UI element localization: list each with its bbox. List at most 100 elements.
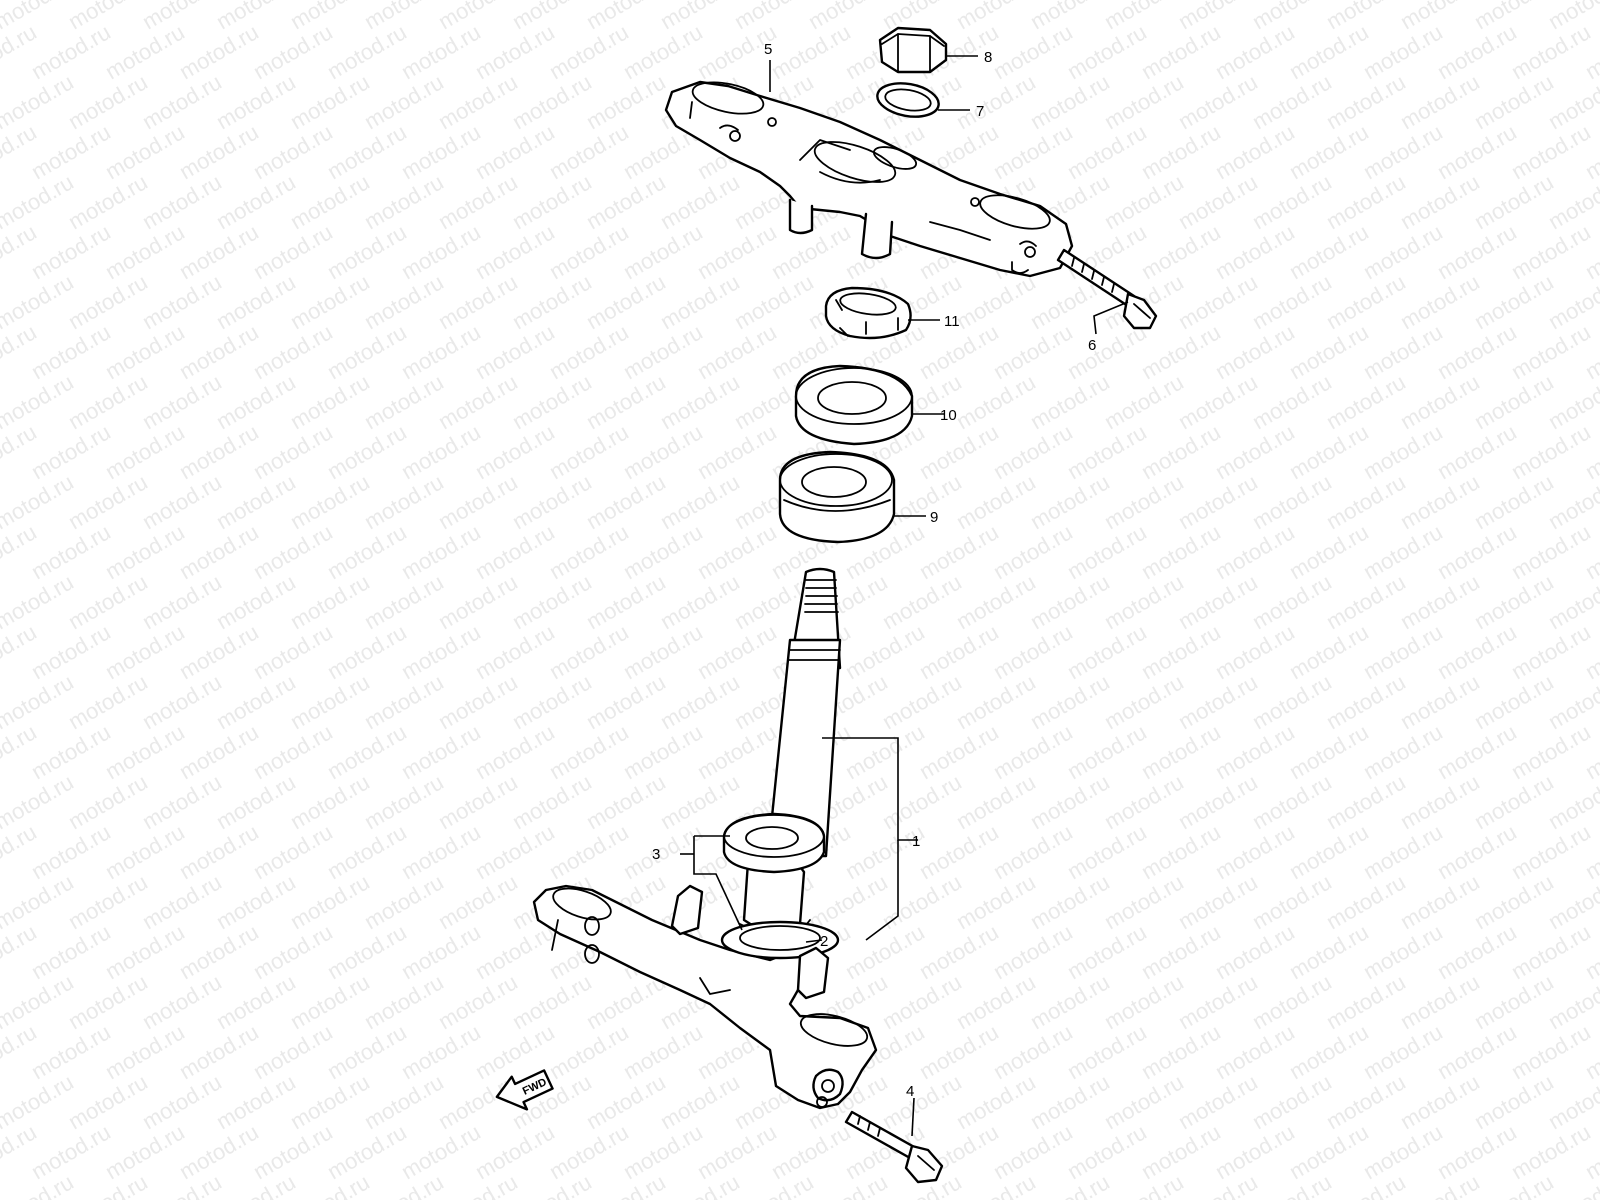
watermark-text: motod.ru xyxy=(1359,819,1447,884)
part-9-bearing[interactable] xyxy=(778,450,896,544)
watermark-text: motod.ru xyxy=(508,769,596,834)
watermark-text: motod.ru xyxy=(1211,19,1299,84)
watermark-text: motod.ru xyxy=(730,269,818,334)
watermark-text: motod.ru xyxy=(175,519,263,584)
watermark-text: motod.ru xyxy=(1285,519,1373,584)
watermark-text: motod.ru xyxy=(693,1119,781,1184)
watermark-text: motod.ru xyxy=(1174,869,1262,934)
watermark-text: motod.ru xyxy=(878,969,966,1034)
part-11-lock-nut[interactable] xyxy=(824,286,912,340)
watermark-text: motod.ru xyxy=(1211,619,1299,684)
watermark-text: motod.ru xyxy=(1100,69,1188,134)
watermark-text: motod.ru xyxy=(1470,669,1558,734)
watermark-text: motod.ru xyxy=(323,1019,411,1084)
watermark-text: motod.ru xyxy=(138,869,226,934)
watermark-text: motod.ru xyxy=(1322,869,1410,934)
watermark-text: motod.ru xyxy=(249,819,337,884)
watermark-text: motod.ru xyxy=(434,469,522,534)
watermark-text: motod.ru xyxy=(323,919,411,984)
watermark-text: motod.ru xyxy=(1285,1119,1373,1184)
watermark-text: motod.ru xyxy=(360,169,448,234)
part-6-bolt[interactable] xyxy=(1056,248,1158,330)
watermark-text: motod.ru xyxy=(1211,319,1299,384)
part-5-upper-bracket[interactable] xyxy=(664,77,1074,278)
watermark-text: motod.ru xyxy=(212,969,300,1034)
watermark-text: motod.ru xyxy=(101,1119,189,1184)
watermark-text: motod.ru xyxy=(1248,869,1336,934)
watermark-text: motod.ru xyxy=(1063,519,1151,584)
watermark-text: motod.ru xyxy=(323,219,411,284)
watermark-text: motod.ru xyxy=(989,719,1077,784)
watermark-text: motod.ru xyxy=(545,319,633,384)
watermark-text: motod.ru xyxy=(249,119,337,184)
watermark-text: motod.ru xyxy=(27,1119,115,1184)
part-3-lower-bearing[interactable] xyxy=(722,812,826,874)
watermark-text: motod.ru xyxy=(1433,1019,1521,1084)
watermark-text: motod.ru xyxy=(989,519,1077,584)
watermark-text: motod.ru xyxy=(212,69,300,134)
watermark-text: motod.ru xyxy=(952,1069,1040,1134)
watermark-text: motod.ru xyxy=(989,319,1077,384)
watermark-text: motod.ru xyxy=(27,919,115,984)
watermark-text: motod.ru xyxy=(175,719,263,784)
callout-8[interactable]: 8 xyxy=(984,49,992,66)
watermark-text: motod.ru xyxy=(1063,119,1151,184)
watermark-text: motod.ru xyxy=(582,69,670,134)
watermark-text: motod.ru xyxy=(397,619,485,684)
watermark-text: motod.ru xyxy=(1137,519,1225,584)
callout-10[interactable]: 10 xyxy=(940,407,957,424)
watermark-text: motod.ru xyxy=(471,1119,559,1184)
watermark-text: motod.ru xyxy=(1285,819,1373,884)
watermark-text: motod.ru xyxy=(619,319,707,384)
part-8-stem-nut[interactable] xyxy=(878,26,948,74)
part-1-steering-stem[interactable] xyxy=(532,567,878,1110)
callout-2[interactable]: 2 xyxy=(820,933,828,950)
watermark-text: motod.ru xyxy=(397,1019,485,1084)
part-4-bolt[interactable] xyxy=(844,1110,944,1184)
watermark-text: motod.ru xyxy=(545,819,633,884)
callout-9[interactable]: 9 xyxy=(930,509,938,526)
callout-7[interactable]: 7 xyxy=(976,103,984,120)
watermark-text: motod.ru xyxy=(1396,769,1484,834)
watermark-text: motod.ru xyxy=(471,719,559,784)
watermark-text: motod.ru xyxy=(1100,769,1188,834)
watermark-text: motod.ru xyxy=(1359,619,1447,684)
part-10-bearing-race[interactable] xyxy=(794,364,914,446)
callout-11[interactable]: 11 xyxy=(944,313,960,330)
callout-4[interactable]: 4 xyxy=(906,1083,914,1100)
watermark-text: motod.ru xyxy=(619,1119,707,1184)
watermark-text: motod.ru xyxy=(1063,419,1151,484)
watermark-text: motod.ru xyxy=(1174,569,1262,634)
part-7-washer[interactable] xyxy=(875,79,942,121)
watermark-text: motod.ru xyxy=(101,619,189,684)
watermark-text: motod.ru xyxy=(952,569,1040,634)
watermark-text: motod.ru xyxy=(1396,969,1484,1034)
watermark-text: motod.ru xyxy=(138,969,226,1034)
watermark-text: motod.ru xyxy=(1507,19,1595,84)
watermark-text: motod.ru xyxy=(1359,119,1447,184)
watermark-text: motod.ru xyxy=(1285,19,1373,84)
watermark-text: motod.ru xyxy=(619,619,707,684)
callout-1[interactable]: 1 xyxy=(912,833,920,850)
watermark-text: motod.ru xyxy=(1359,1119,1447,1184)
watermark-text: motod.ru xyxy=(1248,1069,1336,1134)
watermark-text: motod.ru xyxy=(1433,319,1521,384)
watermark-text: motod.ru xyxy=(1174,469,1262,534)
watermark-text: motod.ru xyxy=(27,719,115,784)
watermark-text: motod.ru xyxy=(1137,719,1225,784)
watermark-text: motod.ru xyxy=(656,669,744,734)
watermark-text: motod.ru xyxy=(1137,419,1225,484)
watermark-text: motod.ru xyxy=(693,319,781,384)
callout-6[interactable]: 6 xyxy=(1088,337,1096,354)
watermark-text: motod.ru xyxy=(1433,819,1521,884)
watermark-text: motod.ru xyxy=(397,119,485,184)
callout-5[interactable]: 5 xyxy=(764,41,772,58)
watermark-text: motod.ru xyxy=(249,1019,337,1084)
watermark-text: motod.ru xyxy=(434,569,522,634)
watermark-text: motod.ru xyxy=(323,819,411,884)
watermark-text: motod.ru xyxy=(397,219,485,284)
watermark-text: motod.ru xyxy=(323,419,411,484)
watermark-text: motod.ru xyxy=(471,419,559,484)
callout-3[interactable]: 3 xyxy=(652,846,660,863)
watermark-text: motod.ru xyxy=(915,619,1003,684)
